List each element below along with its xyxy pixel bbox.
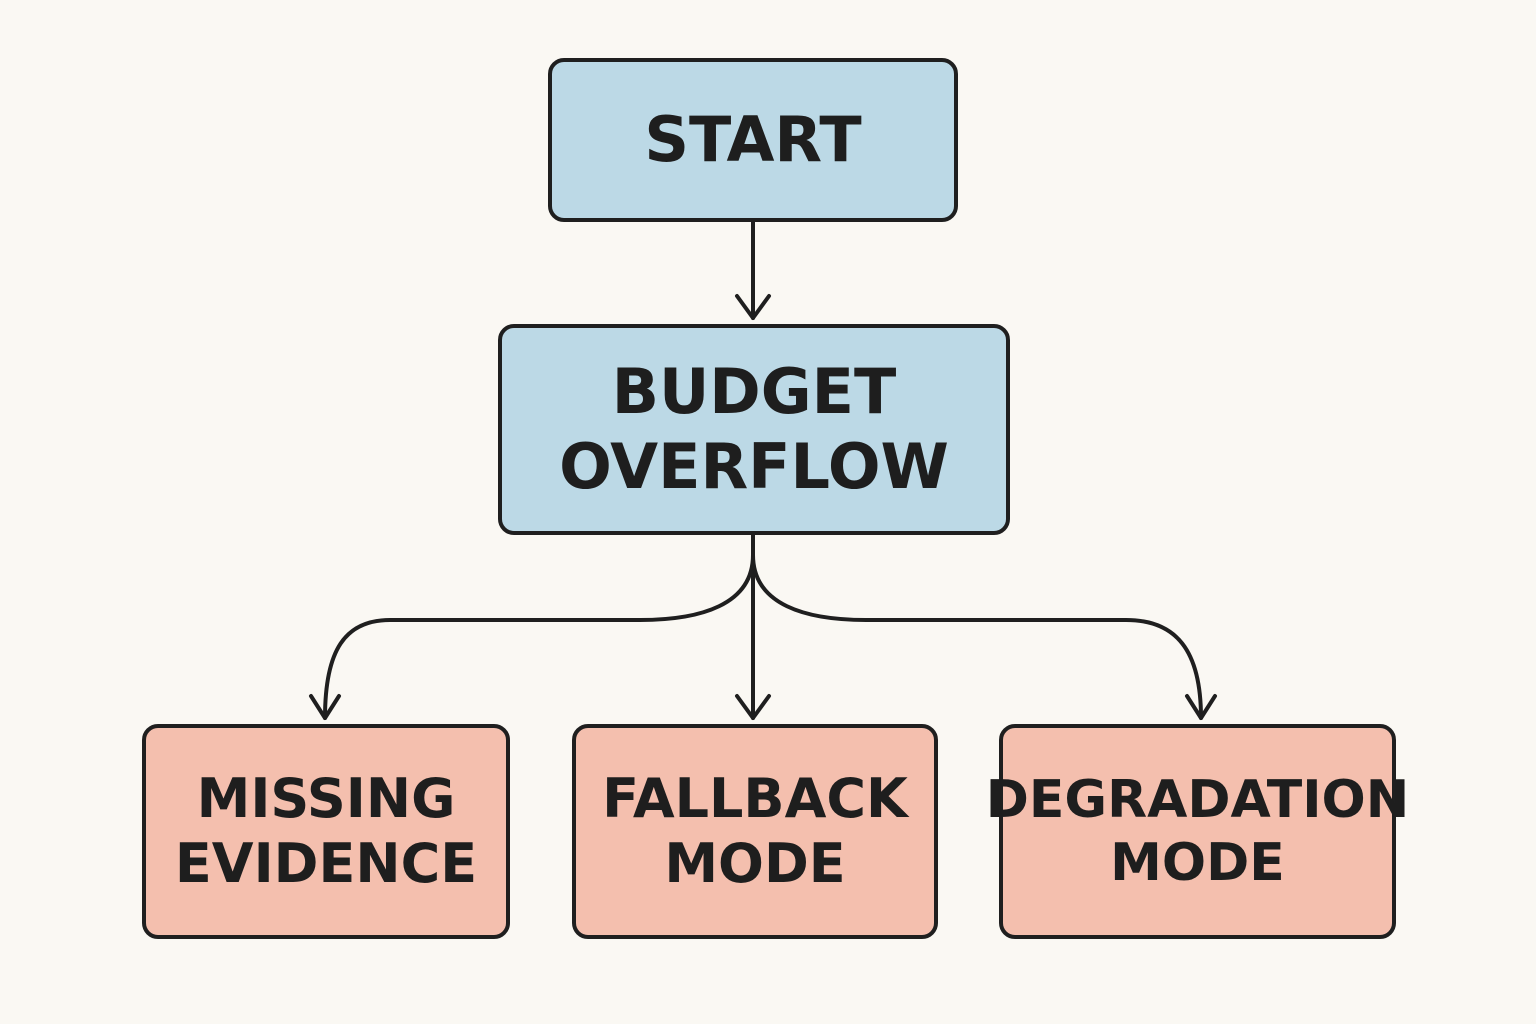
node-label-line: OVERFLOW [559, 429, 949, 503]
edge-start-to-budget-overflow [735, 220, 771, 320]
edge-budget-overflow-to-degradation-mode [751, 533, 1217, 720]
node-label-line: MODE [1110, 832, 1285, 893]
start-node: START [548, 58, 958, 222]
fallback-mode-node: FALLBACK MODE [572, 724, 938, 939]
node-label-line: START [644, 102, 862, 176]
arrowhead-icon [735, 694, 771, 720]
node-label-line: MISSING [196, 766, 456, 830]
degradation-mode-node: DEGRADATION MODE [986, 724, 1409, 939]
arrowhead-icon [309, 694, 341, 720]
node-label-line: BUDGET [611, 355, 897, 429]
node-label-line: MODE [664, 831, 846, 895]
arrowhead-icon [1185, 694, 1217, 720]
node-label-line: DEGRADATION [985, 770, 1410, 831]
node-label-line: EVIDENCE [174, 831, 478, 895]
missing-evidence-node: MISSING EVIDENCE [142, 724, 510, 939]
node-label-line: FALLBACK [602, 766, 908, 830]
budget-overflow-node: BUDGET OVERFLOW [498, 324, 1010, 535]
arrowhead-icon [735, 294, 771, 320]
edge-budget-overflow-to-missing-evidence [309, 533, 755, 720]
